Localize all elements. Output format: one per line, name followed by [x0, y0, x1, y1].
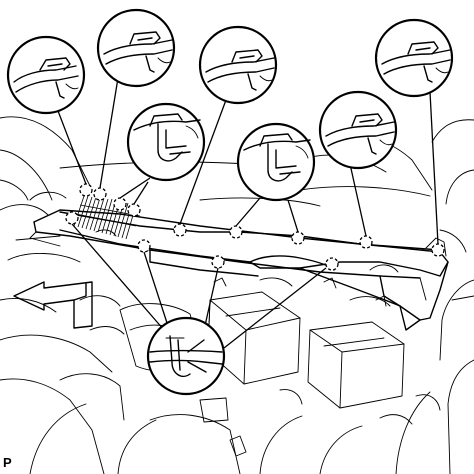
figure-label: P: [3, 455, 12, 470]
clip-detail-callout: [318, 90, 398, 170]
clip-locator: [93, 187, 107, 201]
cowl-grille-hatching: [73, 195, 141, 240]
cowl-top-panel: [29, 195, 449, 331]
clip-locator: [65, 211, 79, 225]
clip-detail-callout: [236, 122, 316, 202]
clip-locator: [359, 235, 373, 249]
clip-detail-callout: [198, 25, 278, 105]
clip-detail-callout: [6, 35, 86, 115]
clip-detail-callout: [146, 316, 226, 396]
clip-locator: [229, 225, 243, 239]
clip-locator: [431, 243, 445, 257]
clip-locator: [173, 223, 187, 237]
engine-bay-background: [0, 116, 474, 474]
clip-detail-callout: [96, 8, 176, 88]
clip-locator: [127, 203, 141, 217]
clip-locator: [79, 183, 93, 197]
clip-locator: [325, 257, 339, 271]
clip-detail-callout: [374, 18, 454, 98]
clip-locator: [291, 231, 305, 245]
direction-arrow-icon: [13, 281, 93, 329]
clip-locator: [137, 239, 151, 253]
leader-lines: [49, 77, 439, 349]
clip-locator: [113, 197, 127, 211]
clip-detail-callout: [126, 102, 206, 182]
clip-locator: [211, 255, 225, 269]
